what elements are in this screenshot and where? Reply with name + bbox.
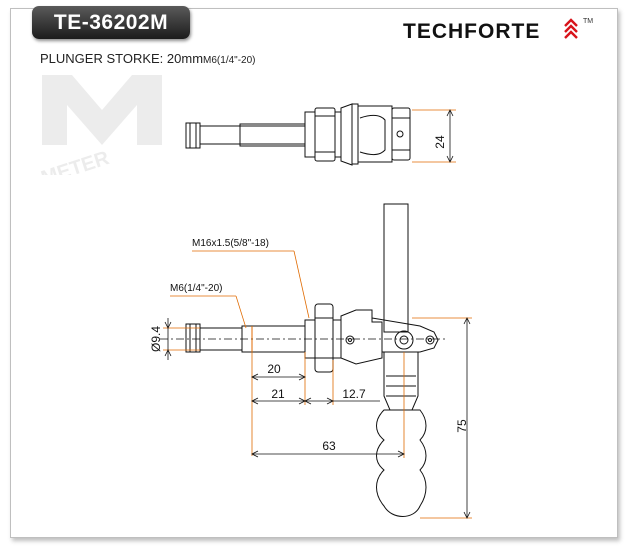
brand-chevron-icon [564,18,578,39]
plunger-stroke-spec: PLUNGER STORKE: 20mmM6(1/4"-20) [40,51,256,66]
brand-name: TECHFORTE [403,20,541,43]
handle-lower [383,352,419,411]
dim-overall-height: 75 [455,419,469,433]
dim-tip-to-nut: 21 [271,387,285,401]
spec-thread-note: M6(1/4"-20) [203,55,256,66]
top-plunger [239,123,306,147]
handle-grip [376,409,427,517]
clamp-body [340,309,383,365]
model-badge: TE-36202M [32,6,190,39]
drawing-frame [10,8,618,538]
dim-plunger-diameter: Ø9.4 [149,326,163,352]
callout-body-thread: M16x1.5(5/8"-18) [192,238,269,249]
dim-top-height: 24 [433,135,447,149]
dim-nut-to-pivot: 12.7 [342,387,366,401]
callout-tip-thread: M6(1/4"-20) [170,283,222,294]
top-tip-bolt-head [185,122,201,149]
dim-overall-length: 63 [322,439,336,453]
dimension-lines [163,109,472,519]
watermark-logo: METER [39,75,162,175]
top-view [185,103,411,166]
spec-label: PLUNGER STORKE: 20mm [40,51,204,66]
dim-stroke: 20 [267,362,281,376]
hex-nut [314,303,334,373]
trademark-label: TM [583,18,594,25]
side-view [160,203,447,517]
handle-bar [383,203,409,333]
pivot-link [371,317,439,353]
